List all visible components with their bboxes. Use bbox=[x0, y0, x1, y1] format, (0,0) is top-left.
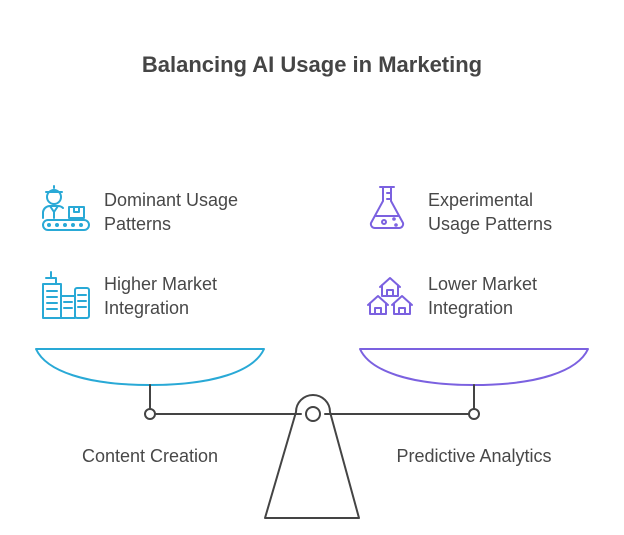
left-pivot bbox=[144, 408, 156, 420]
worker-conveyor-icon bbox=[42, 185, 90, 231]
left-label: Content Creation bbox=[81, 446, 219, 466]
buildings-icon bbox=[42, 271, 90, 319]
left-item-1-line2: Patterns bbox=[104, 214, 172, 234]
flask-icon bbox=[369, 186, 405, 229]
right-item-1-line2: Usage Patterns bbox=[428, 214, 553, 234]
right-pivot bbox=[468, 408, 480, 420]
left-pan bbox=[35, 348, 265, 386]
right-item-2-line1: Lower Market bbox=[428, 274, 538, 294]
right-label: Predictive Analytics bbox=[396, 446, 552, 466]
center-pivot bbox=[305, 406, 321, 422]
right-pan bbox=[359, 348, 589, 386]
houses-icon bbox=[367, 277, 413, 315]
right-item-1-line1: Experimental bbox=[428, 190, 534, 210]
left-item-1-line1: Dominant Usage bbox=[104, 190, 239, 210]
fulcrum bbox=[264, 394, 360, 519]
left-item-2-line1: Higher Market bbox=[104, 274, 218, 294]
diagram-title: Balancing AI Usage in Marketing bbox=[141, 52, 483, 77]
left-item-2-line2: Integration bbox=[104, 298, 190, 318]
right-item-2-line2: Integration bbox=[428, 298, 514, 318]
